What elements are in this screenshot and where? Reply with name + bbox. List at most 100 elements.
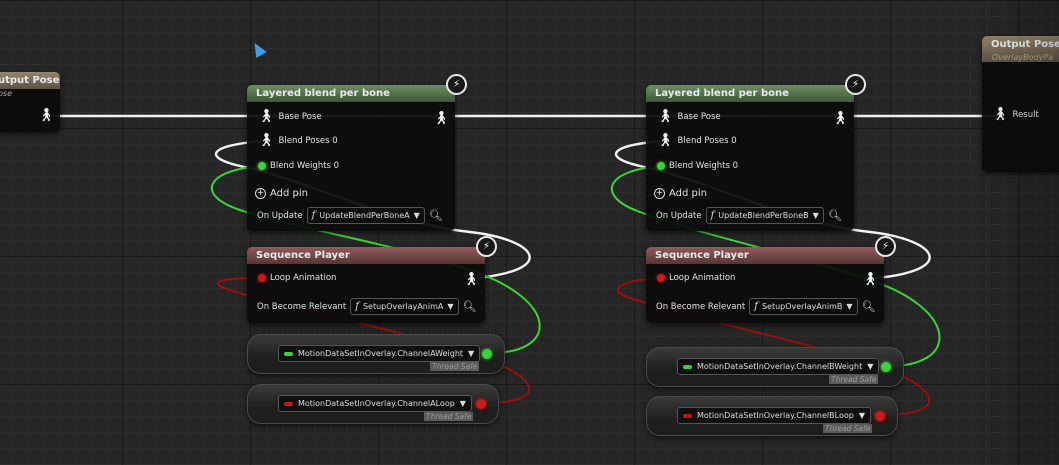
pin-blend-poses[interactable]: 🚶︎Blend Poses 0 bbox=[258, 133, 338, 148]
person-pose-icon: 🚶︎ bbox=[657, 133, 674, 148]
pin-label: Blend Poses 0 bbox=[278, 136, 338, 146]
variable-node-a-weight[interactable]: MotionDataSetInOverlay.ChannelAWeight▼ T… bbox=[247, 334, 505, 374]
float-type-icon bbox=[683, 364, 692, 369]
magnifier-icon[interactable]: 🔍︎ bbox=[428, 209, 443, 222]
pin-blend-weights[interactable]: Blend Weights 0 bbox=[258, 161, 339, 171]
node-title: Sequence Player bbox=[646, 247, 884, 264]
chevron-down-icon: ▼ bbox=[812, 211, 819, 220]
magnifier-icon[interactable]: 🔍︎ bbox=[462, 300, 477, 313]
pin-label: Base Pose bbox=[278, 112, 322, 122]
on-become-relevant-label: On Become Relevant bbox=[257, 301, 347, 312]
sequence-player-node-b[interactable]: Sequence Player Loop Animation 🚶︎ On Bec… bbox=[646, 247, 884, 323]
pin-loop-animation[interactable]: Loop Animation bbox=[258, 273, 336, 283]
layered-blend-node-a[interactable]: Layered blend per bone 🚶︎Base Pose 🚶︎ 🚶︎… bbox=[247, 85, 455, 231]
bool-type-icon bbox=[284, 401, 293, 406]
pin-label: Blend Weights 0 bbox=[270, 161, 340, 171]
add-pin-label: Add pin bbox=[270, 188, 309, 199]
thread-safe-tag: Thread Safe bbox=[829, 375, 879, 384]
pin-base-pose[interactable]: 🚶︎Base Pose bbox=[258, 109, 322, 124]
variable-node-b-loop[interactable]: MotionDataSetInOverlay.ChannelBLoop▼ Thr… bbox=[646, 396, 898, 436]
sequence-player-node-a[interactable]: Sequence Player Loop Animation 🚶︎ On Bec… bbox=[247, 247, 485, 323]
pin-label: Loop Animation bbox=[669, 273, 736, 283]
output-pose-node-right[interactable]: Output Pose OverlayBodyPa 🚶︎ Result bbox=[982, 36, 1059, 172]
person-pose-icon[interactable]: 🚶︎ bbox=[433, 111, 450, 126]
function-icon: f bbox=[311, 210, 316, 221]
pin-label: Base Pose bbox=[677, 112, 721, 122]
plus-icon: + bbox=[255, 188, 266, 199]
person-pose-icon[interactable]: 🚶︎ bbox=[463, 272, 480, 287]
chevron-down-icon: ▼ bbox=[447, 302, 454, 311]
bool-output-pin[interactable] bbox=[476, 399, 486, 409]
thread-safe-tag: Thread Safe bbox=[823, 424, 873, 433]
person-pose-icon: 🚶︎ bbox=[258, 109, 275, 124]
property-select[interactable]: MotionDataSetInOverlay.ChannelALoop ▼ bbox=[278, 395, 472, 412]
function-icon: f bbox=[355, 301, 359, 312]
person-pose-icon: 🚶︎ bbox=[657, 109, 674, 124]
person-pose-icon: 🚶︎ bbox=[258, 133, 275, 148]
float-output-pin[interactable] bbox=[482, 349, 492, 359]
property-select[interactable]: MotionDataSetInOverlay.ChannelBWeight ▼ bbox=[677, 358, 880, 375]
add-pin-button[interactable]: +Add pin bbox=[654, 188, 707, 199]
float-pin-icon bbox=[657, 162, 665, 170]
wire-loop-a bbox=[216, 277, 531, 404]
bool-pin-icon bbox=[657, 274, 665, 282]
thread-safe-tag: Thread Safe bbox=[424, 412, 474, 421]
wire-loop-b bbox=[616, 277, 931, 416]
float-output-pin[interactable] bbox=[881, 362, 891, 372]
layered-blend-node-b[interactable]: Layered blend per bone 🚶︎Base Pose 🚶︎ 🚶︎… bbox=[646, 85, 854, 231]
function-name: SetupOverlayAnimA bbox=[362, 302, 444, 311]
person-pose-icon[interactable]: 🚶︎ bbox=[38, 108, 55, 123]
property-name: MotionDataSetInOverlay.ChannelBWeight bbox=[697, 362, 863, 371]
variable-node-b-weight[interactable]: MotionDataSetInOverlay.ChannelBWeight ▼ T… bbox=[646, 347, 904, 387]
pin-result[interactable]: 🚶︎ Result bbox=[992, 108, 1039, 121]
pin-label: Loop Animation bbox=[270, 273, 337, 283]
chevron-down-icon: ▼ bbox=[468, 349, 475, 358]
node-title: utput Pose bbox=[0, 72, 60, 89]
pin-loop-animation[interactable]: Loop Animation bbox=[657, 273, 735, 283]
on-become-relevant-label: On Become Relevant bbox=[656, 301, 746, 312]
pin-blend-poses[interactable]: 🚶︎Blend Poses 0 bbox=[657, 133, 737, 148]
person-pose-icon[interactable]: 🚶︎ bbox=[862, 272, 879, 287]
node-subtitle: OverlayBodyPa bbox=[992, 53, 1054, 62]
magnifier-icon[interactable]: 🔍︎ bbox=[861, 300, 876, 313]
lightning-bolt-icon: ⚡︎ bbox=[476, 236, 497, 257]
pin-label: Blend Weights 0 bbox=[669, 161, 739, 171]
property-name: MotionDataSetInOverlay.ChannelALoop bbox=[298, 399, 455, 408]
node-title: Sequence Player bbox=[247, 247, 485, 264]
magnifier-icon[interactable]: 🔍︎ bbox=[827, 209, 842, 222]
wire-weight-a bbox=[210, 165, 541, 355]
pin-blend-weights[interactable]: Blend Weights 0 bbox=[657, 161, 738, 171]
on-update-label: On Update bbox=[257, 210, 303, 221]
add-pin-button[interactable]: + Add pin bbox=[255, 188, 308, 199]
node-title: Output Pose bbox=[982, 36, 1059, 62]
on-update-label: On Update bbox=[656, 210, 702, 221]
node-title: Layered blend per bone bbox=[646, 85, 854, 102]
float-pin-icon bbox=[258, 162, 266, 170]
chevron-down-icon: ▼ bbox=[459, 399, 466, 408]
property-select[interactable]: MotionDataSetInOverlay.ChannelAWeight▼ bbox=[278, 345, 481, 362]
pin-label: Blend Poses 0 bbox=[677, 136, 737, 146]
pin-label: Result bbox=[1012, 110, 1039, 120]
variable-node-a-loop[interactable]: MotionDataSetInOverlay.ChannelALoop ▼ Thr… bbox=[247, 384, 499, 424]
property-select[interactable]: MotionDataSetInOverlay.ChannelBLoop▼ bbox=[677, 407, 871, 424]
thread-safe-tag: Thread Safe bbox=[430, 362, 480, 371]
bool-pin-icon bbox=[258, 274, 266, 282]
pin-base-pose[interactable]: 🚶︎Base Pose bbox=[657, 109, 721, 124]
chevron-down-icon: ▼ bbox=[867, 362, 874, 371]
add-pin-label: Add pin bbox=[669, 188, 708, 199]
person-pose-icon[interactable]: 🚶︎ bbox=[832, 111, 849, 126]
output-pose-node-left[interactable]: utput Pose ose 🚶︎ bbox=[0, 72, 60, 132]
bool-output-pin[interactable] bbox=[875, 411, 885, 421]
function-icon: f bbox=[710, 210, 715, 221]
lightning-bolt-icon: ⚡︎ bbox=[845, 74, 866, 95]
